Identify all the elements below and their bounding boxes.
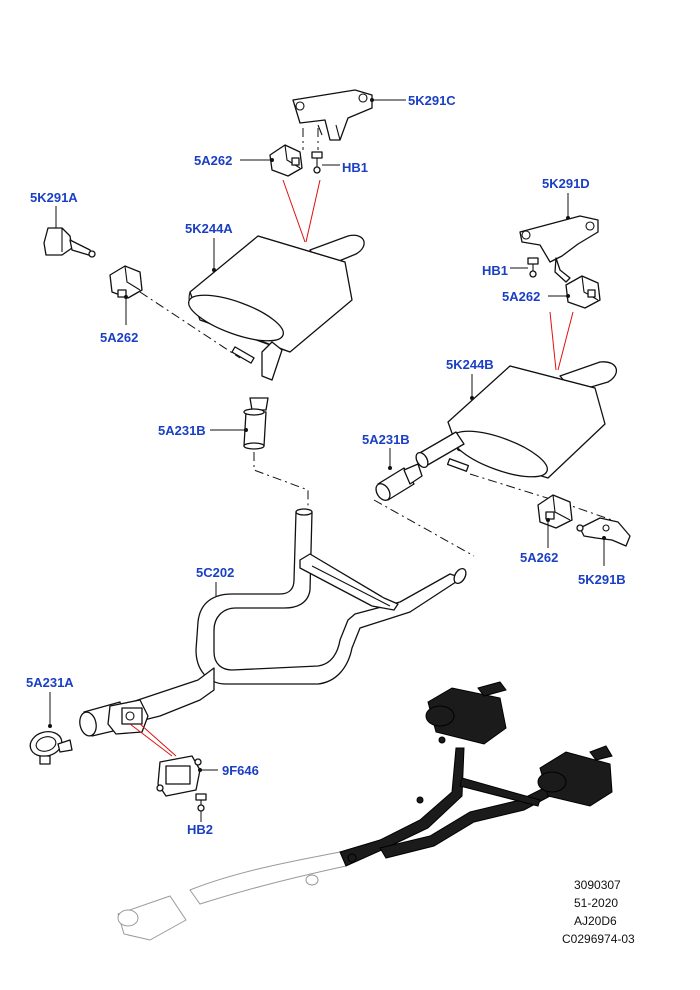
label-HB2: HB2: [187, 822, 213, 837]
label-5A231A: 5A231A: [26, 675, 74, 690]
label-5K291D: 5K291D: [542, 176, 590, 191]
insulator-5A262-top: [269, 144, 303, 177]
label-5A231B-right: 5A231B: [362, 432, 410, 447]
label-5A231B-left: 5A231B: [158, 423, 206, 438]
assembled-system-overview: [117, 681, 613, 941]
insulator-5A262-lower-right: [537, 494, 573, 529]
reference-line-3: AJ20D6: [574, 914, 617, 928]
muffler-5K244B: [415, 361, 618, 479]
actuator-9F646: [156, 755, 202, 797]
label-5C202: 5C202: [196, 565, 234, 580]
label-5A262-right: 5A262: [502, 289, 540, 304]
bolt-HB2: [195, 793, 207, 812]
label-5K244B: 5K244B: [446, 357, 494, 372]
pipe-5C202: [125, 508, 467, 723]
muffler-5K244A: [188, 234, 365, 381]
label-5K291C: 5K291C: [408, 93, 456, 108]
label-5K291B: 5K291B: [578, 572, 626, 587]
bracket-5K291C: [292, 89, 373, 141]
pipe-5A231B-right: [375, 463, 423, 501]
insulator-5A262-left: [109, 265, 143, 299]
label-5A262-top: 5A262: [194, 153, 232, 168]
label-HB1-right: HB1: [482, 263, 508, 278]
reference-line-2: 51-2020: [574, 896, 618, 910]
bolt-HB1-top: [311, 151, 323, 174]
label-5A262-lower-right: 5A262: [520, 550, 558, 565]
label-5K291A: 5K291A: [30, 190, 78, 205]
reference-line-4: C0296974-03: [562, 932, 635, 946]
reference-block: 3090307 51-2020 AJ20D6 C0296974-03: [562, 878, 635, 946]
bracket-5K291D: [519, 215, 599, 283]
clamp-5A231A: [29, 731, 73, 765]
label-5K244A: 5K244A: [185, 221, 233, 236]
insulator-5A262-right: [565, 275, 601, 309]
bolt-HB1-right: [527, 257, 539, 278]
label-9F646: 9F646: [222, 763, 259, 778]
pipe-5A231B-left: [243, 397, 269, 450]
reference-line-1: 3090307: [574, 878, 621, 892]
bracket-5K291B: [576, 517, 631, 547]
label-5A262-left: 5A262: [100, 330, 138, 345]
pipe-5A231A: [79, 699, 149, 737]
bracket-5K291A: [43, 227, 96, 258]
label-HB1-top: HB1: [342, 160, 368, 175]
